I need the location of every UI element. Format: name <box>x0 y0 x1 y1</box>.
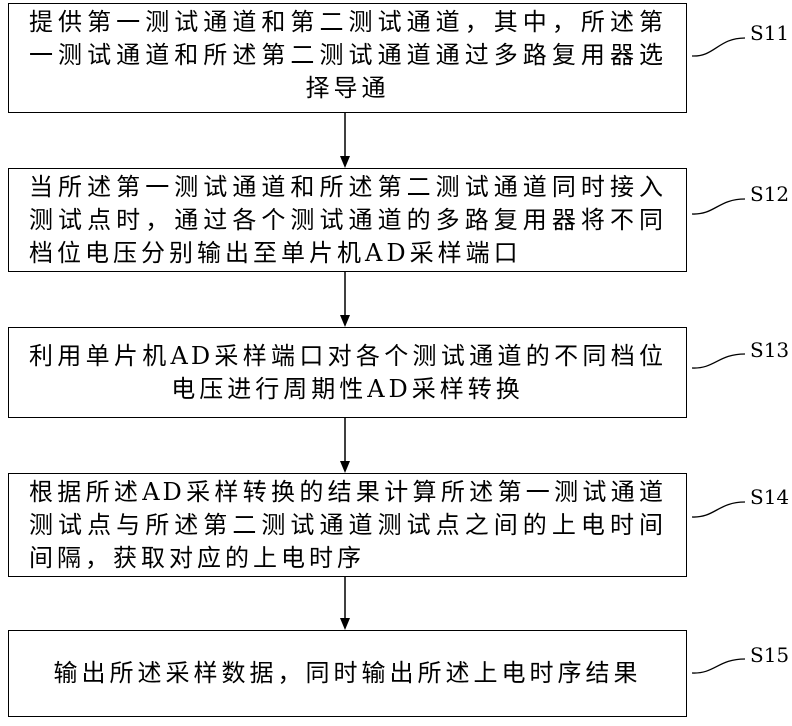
step-label-s15: S15 <box>750 645 789 665</box>
step-text-line: 输出所述采样数据，同时输出所述上电时序结果 <box>29 657 666 690</box>
step-text-line: 一测试通道和所述第二测试通道通过多路复用器选 <box>29 39 666 72</box>
step-text-line: 测试点与所述第二测试通道测试点之间的上电时间 <box>29 509 666 542</box>
arrowhead-icon <box>340 461 350 473</box>
flow-arrow-s11-s12 <box>340 113 350 168</box>
leader-line-s14 <box>692 502 745 517</box>
step-text-line: 测试点时，通过各个测试通道的多路复用器将不同 <box>29 204 666 237</box>
step-text-line: 当所述第一测试通道和所述第二测试通道同时接入 <box>29 171 666 204</box>
leader-line-s15 <box>692 659 745 673</box>
step-text-line: 择导通 <box>29 72 666 105</box>
step-text-line: 根据所述AD采样转换的结果计算所述第一测试通道 <box>29 476 666 509</box>
step-text-line: 利用单片机AD采样端口对各个测试通道的不同档位 <box>29 340 666 373</box>
step-label-s13: S13 <box>750 340 789 360</box>
step-box-s15: 输出所述采样数据，同时输出所述上电时序结果 <box>8 630 687 717</box>
leader-line-s12 <box>692 199 745 214</box>
step-text-line: 电压进行周期性AD采样转换 <box>29 373 666 406</box>
step-label-s14: S14 <box>750 487 789 507</box>
arrowhead-icon <box>340 315 350 327</box>
step-label-s11: S11 <box>750 23 789 43</box>
step-box-s12: 当所述第一测试通道和所述第二测试通道同时接入 测试点时，通过各个测试通道的多路复… <box>8 168 687 272</box>
step-box-s14: 根据所述AD采样转换的结果计算所述第一测试通道 测试点与所述第二测试通道测试点之… <box>8 473 687 577</box>
leader-line-s13 <box>692 354 745 368</box>
step-box-s11: 提供第一测试通道和第二测试通道，其中，所述第 一测试通道和所述第二测试通道通过多… <box>8 3 687 113</box>
flow-arrow-s12-s13 <box>340 272 350 327</box>
step-text-line: 间隔，获取对应的上电时序 <box>29 542 666 575</box>
step-box-s13: 利用单片机AD采样端口对各个测试通道的不同档位 电压进行周期性AD采样转换 <box>8 327 687 418</box>
flow-arrow-s13-s14 <box>340 418 350 473</box>
step-text-line: 提供第一测试通道和第二测试通道，其中，所述第 <box>29 6 666 39</box>
leader-line-s11 <box>692 38 745 56</box>
step-text-line: 档位电压分别输出至单片机AD采样端口 <box>29 237 666 270</box>
arrowhead-icon <box>340 618 350 630</box>
arrowhead-icon <box>340 156 350 168</box>
step-label-s12: S12 <box>750 184 789 204</box>
flow-arrow-s14-s15 <box>340 577 350 630</box>
